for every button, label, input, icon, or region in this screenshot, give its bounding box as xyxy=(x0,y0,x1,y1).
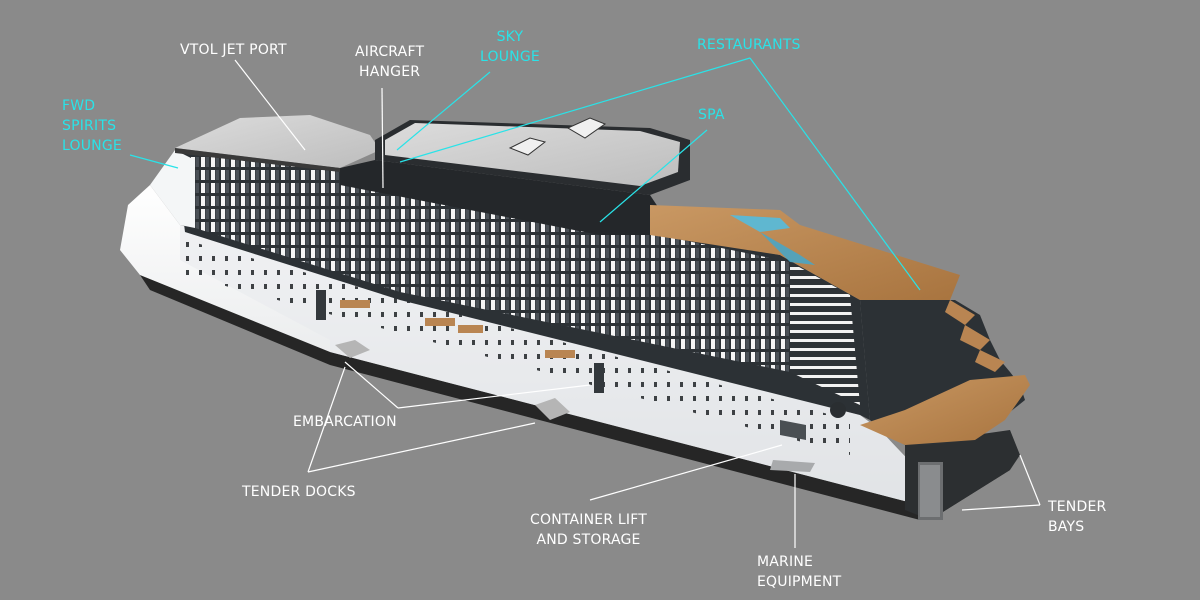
label-tender-bays-line1: TENDER xyxy=(1048,499,1107,515)
label-aircraft-line2: HANGER xyxy=(359,64,421,80)
label-embarcation-text: EMBARCATION xyxy=(293,414,397,430)
label-vtol-jet-port: VTOL JET PORT xyxy=(180,40,287,60)
label-fwd-line1: FWD xyxy=(62,98,96,114)
label-marine-line2: EQUIPMENT xyxy=(757,574,842,590)
label-sky-line1: SKY xyxy=(496,29,524,45)
hull-openings xyxy=(316,290,815,472)
label-aircraft-hanger: AIRCRAFT HANGER xyxy=(355,42,424,82)
label-tender-bays-line2: BAYS xyxy=(1048,519,1085,535)
upper-deck xyxy=(340,117,690,235)
label-vtol-text: VTOL JET PORT xyxy=(180,42,287,58)
label-tender-docks-text: TENDER DOCKS xyxy=(242,484,356,500)
superstructure xyxy=(150,150,870,420)
label-marine-equipment: MARINE EQUIPMENT xyxy=(757,552,841,592)
label-aircraft-line1: AIRCRAFT xyxy=(355,44,425,60)
label-fwd-spirits-lounge: FWD SPIRITS LOUNGE xyxy=(62,96,122,156)
vtol-deck xyxy=(175,115,380,172)
label-embarcation: EMBARCATION xyxy=(293,412,397,432)
label-tender-docks: TENDER DOCKS xyxy=(242,482,356,502)
label-restaurants-text: RESTAURANTS xyxy=(697,37,801,53)
label-restaurants: RESTAURANTS xyxy=(697,35,801,55)
label-sky-lounge: SKY LOUNGE xyxy=(480,27,540,67)
label-container-lift: CONTAINER LIFT AND STORAGE xyxy=(530,510,647,550)
label-container-line2: AND STORAGE xyxy=(536,532,641,548)
label-tender-bays: TENDER BAYS xyxy=(1048,497,1106,537)
label-spa: SPA xyxy=(698,105,725,125)
aft-wood-deck xyxy=(650,205,1030,445)
label-fwd-line3: LOUNGE xyxy=(62,138,122,154)
leader-lines xyxy=(129,57,1041,548)
label-sky-line2: LOUNGE xyxy=(480,49,540,65)
label-spa-text: SPA xyxy=(698,107,725,123)
label-container-line1: CONTAINER LIFT xyxy=(530,512,648,528)
label-fwd-line2: SPIRITS xyxy=(62,118,117,134)
label-marine-line1: MARINE xyxy=(757,554,814,570)
